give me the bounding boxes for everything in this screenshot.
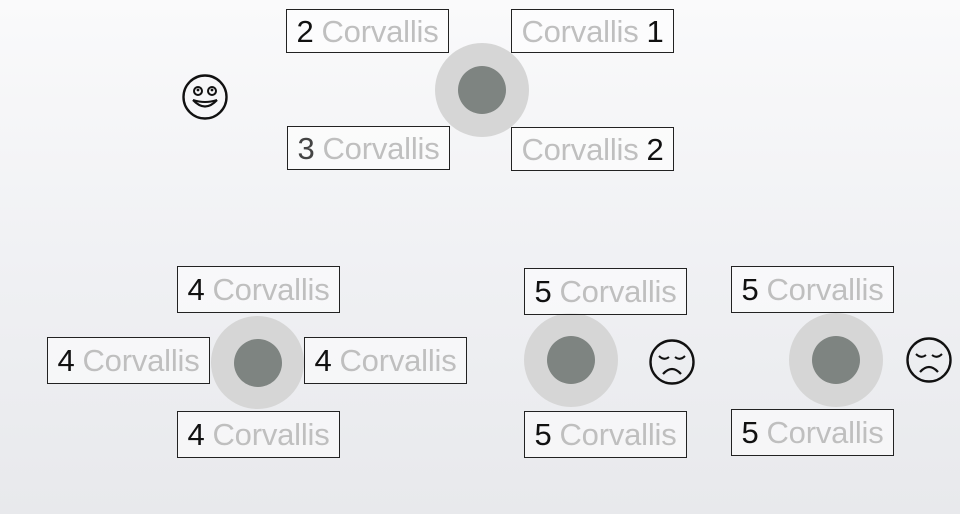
label-rank: 4	[314, 343, 332, 378]
marker-dot	[233, 338, 282, 387]
label-city: Corvallis	[322, 130, 440, 166]
label-rank: 4	[57, 343, 75, 378]
label-city: Corvallis	[521, 13, 639, 49]
label-rank: 1	[646, 13, 664, 49]
label-rank: 2	[296, 13, 314, 49]
label-rank: 5	[741, 415, 759, 450]
label-rank: 5	[741, 272, 759, 307]
label-rank: 4	[187, 272, 205, 307]
smiling-face-icon	[181, 73, 229, 121]
map-marker	[435, 43, 529, 137]
marker-dot	[812, 336, 860, 384]
label-rank: 5	[534, 417, 552, 452]
label-city: Corvallis	[559, 417, 677, 452]
label-city: Corvallis	[339, 343, 457, 378]
label-city: Corvallis	[521, 131, 639, 167]
label-city: Corvallis	[766, 272, 884, 307]
label-city: Corvallis	[212, 272, 330, 307]
marker-dot	[458, 66, 506, 114]
frowning-face-icon	[648, 338, 696, 386]
label-city: Corvallis	[212, 417, 330, 452]
map-marker	[789, 313, 883, 407]
frowning-face-icon	[905, 336, 953, 384]
map-marker	[211, 316, 304, 409]
map-marker	[524, 313, 618, 407]
label-rank: 5	[534, 274, 552, 309]
label-city: Corvallis	[766, 415, 884, 450]
label-rank: 2	[646, 131, 664, 167]
label-city: Corvallis	[321, 13, 439, 49]
marker-dot	[547, 336, 595, 384]
label-city: Corvallis	[559, 274, 677, 309]
label-rank: 3	[297, 130, 315, 166]
label-rank: 4	[187, 417, 205, 452]
label-city: Corvallis	[82, 343, 200, 378]
